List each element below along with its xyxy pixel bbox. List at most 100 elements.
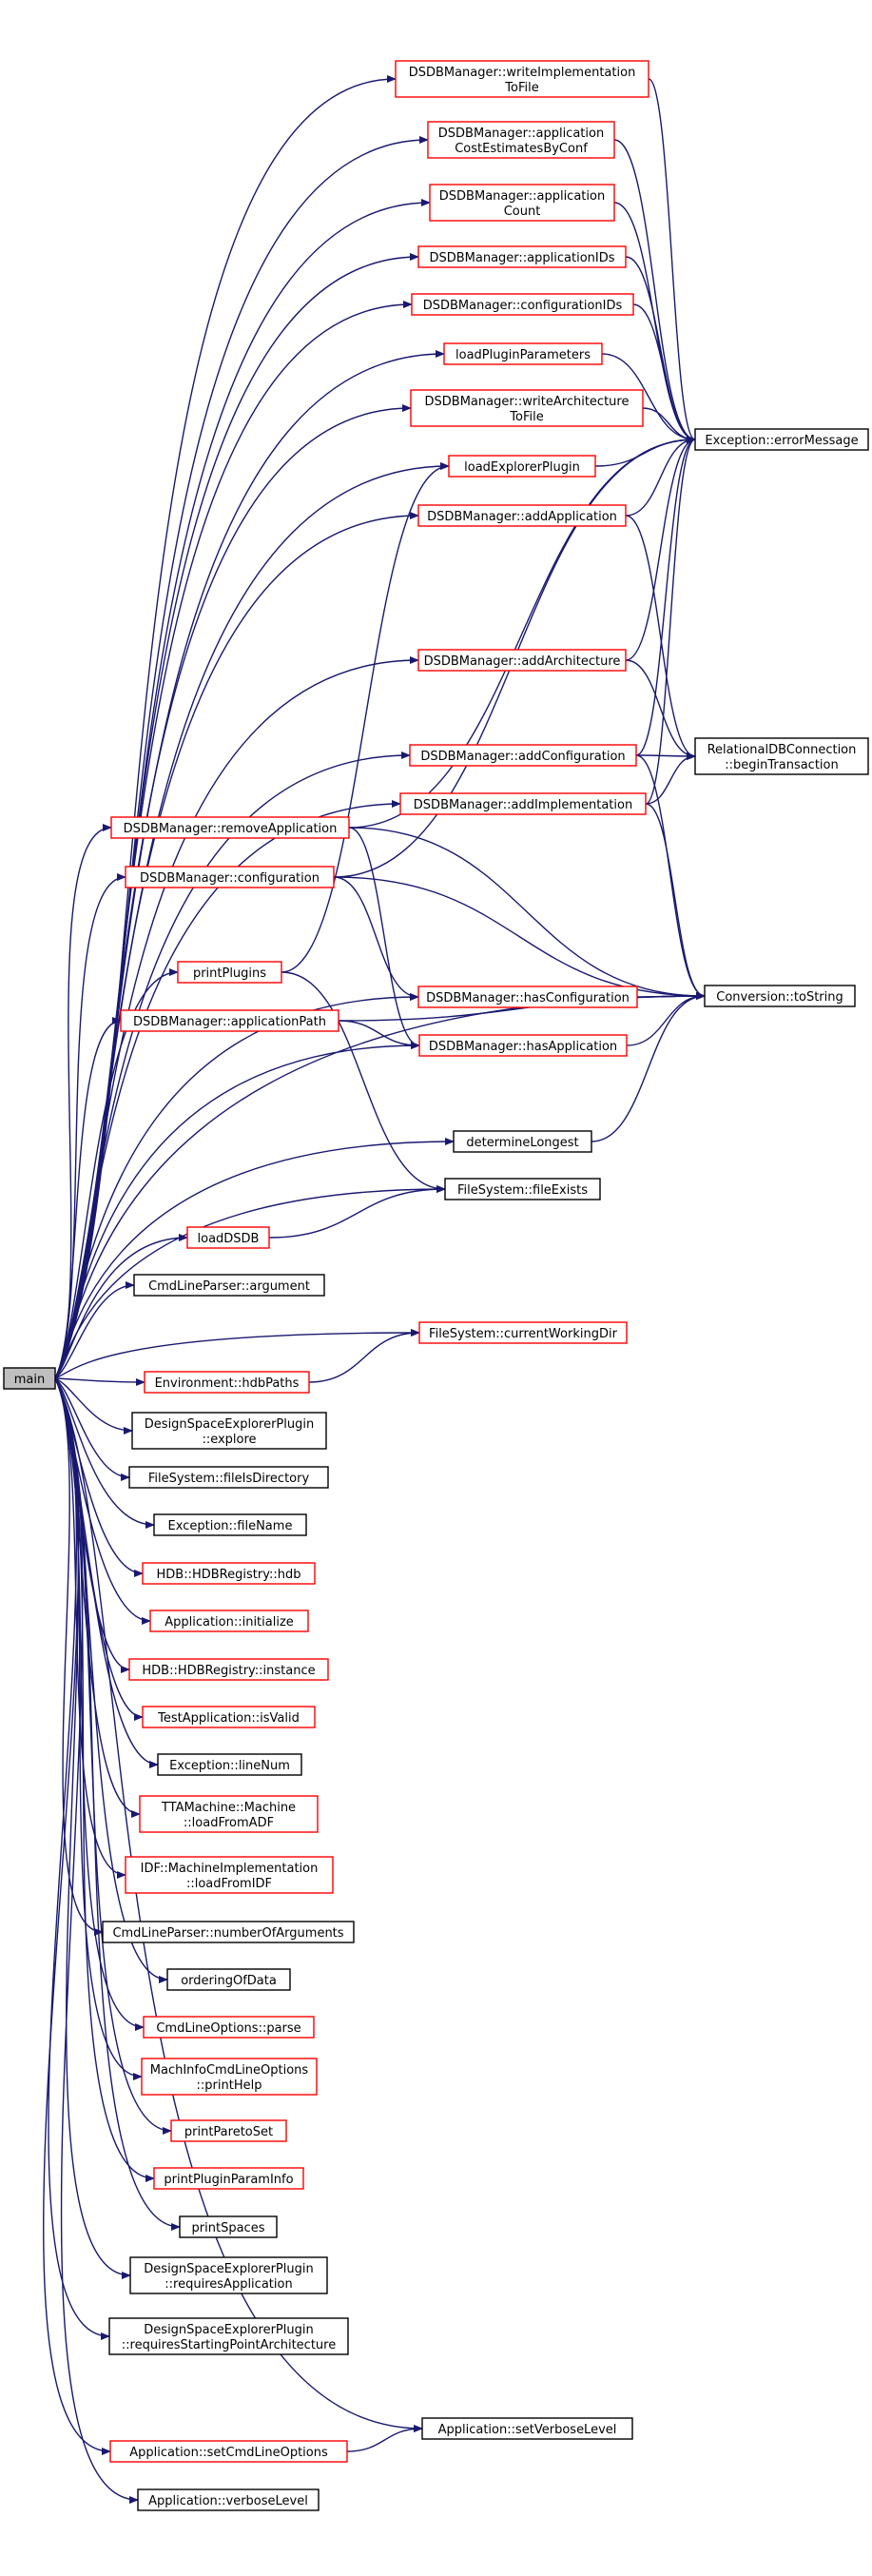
node-hasConf[interactable]: DSDBManager::hasConfiguration xyxy=(417,986,638,1008)
edge-removeApp-to-toString xyxy=(348,827,706,1000)
node-setVerbose[interactable]: Application::setVerboseLevel xyxy=(421,2417,633,2440)
node-box xyxy=(399,792,647,815)
node-lineNum[interactable]: Exception::lineNum xyxy=(157,1753,302,1776)
node-loadExplorer[interactable]: loadExplorerPlugin xyxy=(448,455,596,478)
edge-main-to-fileName xyxy=(54,1377,155,1529)
edge-appPath-to-toString xyxy=(338,992,706,1022)
node-label: Count xyxy=(504,205,541,219)
node-printPluginParam[interactable]: printPluginParamInfo xyxy=(153,2167,304,2190)
edge-addImpl-to-beginTx xyxy=(645,752,696,805)
node-box xyxy=(418,1321,628,1344)
node-box xyxy=(444,1178,601,1200)
edge-main-to-cwd xyxy=(54,1329,420,1379)
node-label: Application::verboseLevel xyxy=(148,2494,308,2508)
node-toString[interactable]: Conversion::toString xyxy=(704,985,856,1007)
edge-main-to-fileIsDir xyxy=(54,1377,130,1481)
node-label: TestApplication::isValid xyxy=(157,1711,300,1726)
edge-main-to-verboseLevel xyxy=(54,1377,139,2504)
node-fileExists[interactable]: FileSystem::fileExists xyxy=(444,1178,601,1200)
node-beginTx[interactable]: RelationalDBConnection::beginTransaction xyxy=(694,737,869,775)
node-label: DSDBManager::addImplementation xyxy=(414,798,632,812)
node-box xyxy=(429,184,615,222)
node-box xyxy=(125,866,335,888)
node-label: Application::initialize xyxy=(165,1615,294,1630)
node-label: DSDBManager::configurationIDs xyxy=(423,299,623,313)
node-addArch[interactable]: DSDBManager::addArchitecture xyxy=(417,649,627,672)
node-label: DSDBManager::removeApplication xyxy=(124,822,338,836)
node-hdb[interactable]: HDB::HDBRegistry::hdb xyxy=(142,1562,316,1585)
node-confIDs[interactable]: DSDBManager::configurationIDs xyxy=(411,293,634,316)
node-label: ::requiresStartingPointArchitecture xyxy=(122,2338,336,2352)
node-addImpl[interactable]: DSDBManager::addImplementation xyxy=(399,792,647,815)
node-reqStart[interactable]: DesignSpaceExplorerPlugin::requiresStart… xyxy=(108,2317,349,2355)
node-appIDs[interactable]: DSDBManager::applicationIDs xyxy=(417,245,627,268)
node-box xyxy=(102,1921,355,1943)
node-removeApp[interactable]: DSDBManager::removeApplication xyxy=(110,816,350,839)
node-label: DSDBManager::addConfiguration xyxy=(420,750,625,764)
node-label: DesignSpaceExplorerPlugin xyxy=(145,1417,314,1432)
edge-printPlugins-to-fileExists xyxy=(281,971,446,1193)
node-appPath[interactable]: DSDBManager::applicationPath xyxy=(120,1009,339,1032)
node-label: CostEstimatesByConf xyxy=(455,142,588,156)
node-box xyxy=(157,1753,302,1776)
node-label: main xyxy=(14,1373,45,1387)
node-numArgs[interactable]: CmdLineParser::numberOfArguments xyxy=(102,1921,355,1943)
node-box xyxy=(179,2215,278,2238)
edge-main-to-determineLongest xyxy=(54,1138,455,1379)
node-loadDSDB[interactable]: loadDSDB xyxy=(186,1226,270,1249)
node-explore[interactable]: DesignSpaceExplorerPlugin::explore xyxy=(131,1412,327,1450)
node-cwd[interactable]: FileSystem::currentWorkingDir xyxy=(418,1321,628,1344)
edge-main-to-appPath xyxy=(54,1017,122,1379)
node-argument[interactable]: CmdLineParser::argument xyxy=(133,1274,325,1297)
node-hasApp[interactable]: DSDBManager::hasApplication xyxy=(418,1034,628,1057)
node-box xyxy=(120,1009,339,1032)
node-label: ::loadFromADF xyxy=(184,1816,274,1830)
node-setCmdLine[interactable]: Application::setCmdLineOptions xyxy=(109,2440,348,2463)
node-verboseLevel[interactable]: Application::verboseLevel xyxy=(137,2488,320,2511)
node-printSpaces[interactable]: printSpaces xyxy=(179,2215,278,2238)
node-isValid[interactable]: TestApplication::isValid xyxy=(142,1706,316,1728)
node-configuration[interactable]: DSDBManager::configuration xyxy=(125,866,335,888)
node-printHelp[interactable]: MachInfoCmdLineOptions::printHelp xyxy=(141,2058,318,2096)
node-instance[interactable]: HDB::HDBRegistry::instance xyxy=(128,1658,329,1681)
node-addConf[interactable]: DSDBManager::addConfiguration xyxy=(409,744,637,767)
edge-main-to-fileExists xyxy=(54,1185,446,1379)
edge-main-to-loadFromIDF xyxy=(54,1377,126,1879)
node-label: ToFile xyxy=(504,81,538,95)
node-errorMessage[interactable]: Exception::errorMessage xyxy=(694,428,869,451)
node-loadFromIDF[interactable]: IDF::MachineImplementation::loadFromIDF xyxy=(125,1856,334,1894)
node-main[interactable]: main xyxy=(3,1367,56,1390)
edge-removeApp-to-hasApp xyxy=(348,827,420,1049)
node-label: DSDBManager::hasConfiguration xyxy=(426,991,630,1005)
node-box xyxy=(129,2256,328,2294)
edge-addArch-to-beginTx xyxy=(625,659,696,760)
node-hdbPaths[interactable]: Environment::hdbPaths xyxy=(144,1371,310,1394)
node-printPareto[interactable]: printParetoSet xyxy=(170,2119,287,2142)
node-parse[interactable]: CmdLineOptions::parse xyxy=(143,2016,315,2039)
node-label: ::explore xyxy=(202,1433,256,1447)
node-initialize[interactable]: Application::initialize xyxy=(149,1610,309,1632)
node-box xyxy=(133,1274,325,1297)
node-fileName[interactable]: Exception::fileName xyxy=(153,1513,307,1536)
node-addApp[interactable]: DSDBManager::addApplication xyxy=(417,504,627,527)
node-box xyxy=(448,455,596,478)
node-box xyxy=(108,2317,349,2355)
node-determineLongest[interactable]: determineLongest xyxy=(453,1130,592,1153)
edge-configuration-to-toString xyxy=(333,876,706,1000)
node-label: IDF::MachineImplementation xyxy=(141,1862,319,1876)
node-label: FileSystem::currentWorkingDir xyxy=(429,1327,618,1341)
node-loadFromADF[interactable]: TTAMachine::Machine::loadFromADF xyxy=(139,1795,319,1833)
node-reqApp[interactable]: DesignSpaceExplorerPlugin::requiresAppli… xyxy=(129,2256,328,2294)
node-printPlugins[interactable]: printPlugins xyxy=(177,961,282,984)
node-label: loadDSDB xyxy=(198,1232,260,1246)
node-fileIsDir[interactable]: FileSystem::fileIsDirectory xyxy=(128,1466,329,1489)
node-orderingOfData[interactable]: orderingOfData xyxy=(166,1968,291,1991)
node-appCostEst[interactable]: DSDBManager::applicationCostEstimatesByC… xyxy=(427,121,615,159)
node-label: DSDBManager::applicationPath xyxy=(133,1015,326,1029)
node-loadPluginParams[interactable]: loadPluginParameters xyxy=(443,342,603,365)
node-label: MachInfoCmdLineOptions xyxy=(150,2063,309,2078)
